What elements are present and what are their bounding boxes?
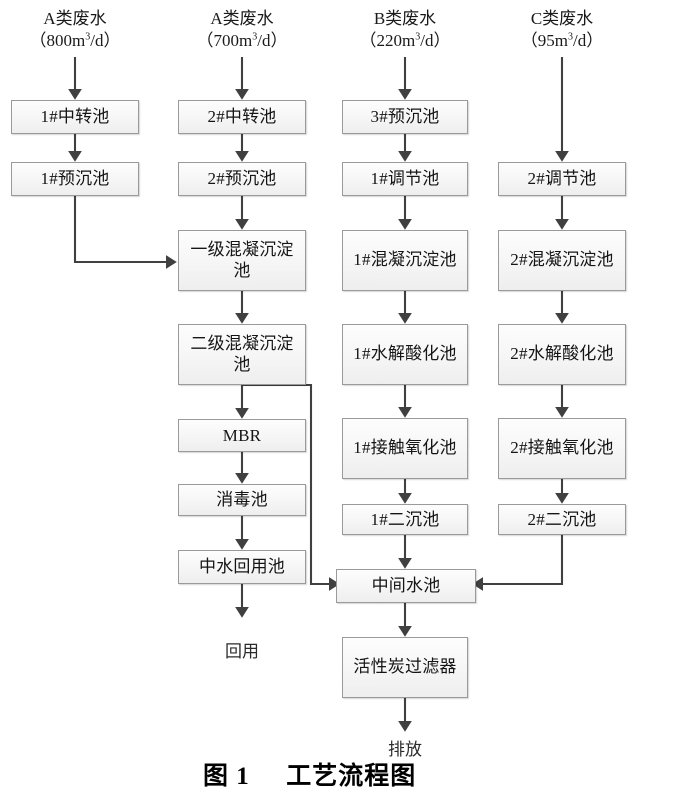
source-name-a2: A类废水 bbox=[210, 9, 274, 28]
node-intermediate-pool[interactable]: 中间水池 bbox=[336, 569, 476, 603]
node-c-secondary-clarifier[interactable]: 2#二沉池 bbox=[498, 504, 626, 535]
node-b-hydrolysis-acidification[interactable]: 1#水解酸化池 bbox=[342, 324, 468, 385]
node-b-secondary-clarifier[interactable]: 1#二沉池 bbox=[342, 504, 468, 535]
node-coag-stage2[interactable]: 二级混凝沉淀池 bbox=[178, 324, 306, 385]
source-name-c: C类废水 bbox=[530, 9, 594, 28]
source-header-b: B类废水 （220m3/d） bbox=[335, 8, 475, 52]
node-mbr[interactable]: MBR bbox=[178, 419, 306, 452]
node-a2-transfer[interactable]: 2#中转池 bbox=[178, 100, 306, 134]
node-disinfection-pool[interactable]: 消毒池 bbox=[178, 484, 306, 516]
node-a1-presettle[interactable]: 1#预沉池 bbox=[11, 162, 139, 196]
source-header-c: C类废水 （95m3/d） bbox=[492, 8, 632, 52]
node-b-presettle[interactable]: 3#预沉池 bbox=[342, 100, 468, 134]
terminal-reuse: 回用 bbox=[225, 642, 259, 661]
node-b-coagulation-sedimentation[interactable]: 1#混凝沉淀池 bbox=[342, 230, 468, 291]
node-reclaimed-water-pool[interactable]: 中水回用池 bbox=[178, 550, 306, 584]
source-header-a1: A类废水 （800m3/d） bbox=[5, 8, 145, 52]
source-header-a2: A类废水 （700m3/d） bbox=[172, 8, 312, 52]
source-rate-c: （95m3/d） bbox=[520, 30, 604, 50]
source-rate-b: （220m3/d） bbox=[359, 30, 451, 50]
node-c-contact-oxidation[interactable]: 2#接触氧化池 bbox=[498, 418, 626, 479]
node-coag-stage1[interactable]: 一级混凝沉淀池 bbox=[178, 230, 306, 291]
node-c-equalization[interactable]: 2#调节池 bbox=[498, 162, 626, 196]
node-b-equalization[interactable]: 1#调节池 bbox=[342, 162, 468, 196]
source-name-b: B类废水 bbox=[373, 9, 437, 28]
figure-caption-prefix: 图 1 bbox=[203, 763, 250, 790]
figure-caption: 图 1 工艺流程图 bbox=[203, 756, 416, 792]
source-name-a1: A类废水 bbox=[43, 9, 107, 28]
terminal-discharge: 排放 bbox=[388, 740, 422, 759]
node-a2-presettle[interactable]: 2#预沉池 bbox=[178, 162, 306, 196]
source-rate-a2: （700m3/d） bbox=[196, 30, 288, 50]
figure-caption-title: 工艺流程图 bbox=[286, 763, 417, 790]
node-a1-transfer[interactable]: 1#中转池 bbox=[11, 100, 139, 134]
source-rate-a1: （800m3/d） bbox=[29, 30, 121, 50]
node-b-contact-oxidation[interactable]: 1#接触氧化池 bbox=[342, 418, 468, 479]
node-c-hydrolysis-acidification[interactable]: 2#水解酸化池 bbox=[498, 324, 626, 385]
node-activated-carbon-filter[interactable]: 活性炭过滤器 bbox=[342, 637, 468, 698]
node-c-coagulation-sedimentation[interactable]: 2#混凝沉淀池 bbox=[498, 230, 626, 291]
